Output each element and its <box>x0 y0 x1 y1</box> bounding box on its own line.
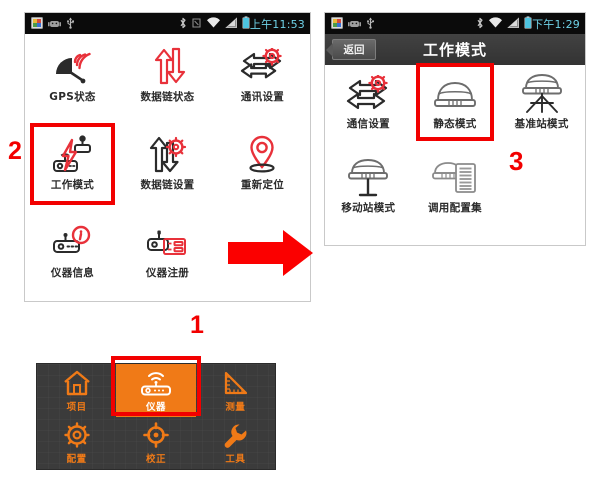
right-status-right-icons <box>476 14 532 33</box>
receiver-pole-icon <box>344 156 392 198</box>
crosshair-icon <box>142 420 170 450</box>
toolbar-label: 工具 <box>225 454 246 466</box>
toolbar-label: 仪器 <box>145 401 166 413</box>
mode-label: 调用配置集 <box>427 202 482 214</box>
app-label: 数据链设置 <box>140 179 195 191</box>
right-status-left-icons <box>331 14 375 33</box>
toolbar-label: 校正 <box>145 454 166 466</box>
usb-icon <box>66 14 75 33</box>
app-icon-gps-status[interactable]: GPS状态 <box>25 38 120 126</box>
mode-icon-rover[interactable]: 移动站模式 <box>325 149 412 233</box>
mode-icon-load-config-set[interactable]: 调用配置集 <box>412 149 499 233</box>
annotation-step-3: 3 <box>509 146 524 176</box>
app-icon-device-info[interactable]: 仪器信息 <box>25 214 120 302</box>
signal-icon <box>225 14 238 33</box>
bluetooth-icon <box>179 14 187 33</box>
toolbar-item-tools[interactable]: 工具 <box>196 417 275 470</box>
app-label: 数据链状态 <box>140 91 195 103</box>
android-robot-icon <box>48 14 61 33</box>
app-label: 工作模式 <box>50 179 95 191</box>
app-icon-device-register[interactable]: 仪器注册 <box>120 214 215 302</box>
bluetooth-icon <box>476 14 484 33</box>
arrows-gear-icon <box>146 133 188 175</box>
exchange-gear-icon <box>240 45 284 87</box>
usb-icon <box>366 14 375 33</box>
annotation-step-1: 1 <box>190 311 204 339</box>
mode-label: 通信设置 <box>346 118 390 130</box>
toolbar-label: 测量 <box>225 401 246 413</box>
app-icon-datalink-settings[interactable]: 数据链设置 <box>120 126 215 214</box>
mode-icon-comm-settings[interactable]: 通信设置 <box>325 65 412 149</box>
right-status-bar: 下午1:29 <box>325 13 585 34</box>
mode-label: 移动站模式 <box>341 202 396 214</box>
left-status-time: 上午11:53 <box>249 17 305 31</box>
receiver-register-icon <box>145 221 189 263</box>
mode-icon-static[interactable]: 静态模式 <box>412 63 499 149</box>
left-app-grid: GPS状态 数据链状态 <box>25 34 310 302</box>
map-pin-icon <box>243 133 281 175</box>
app-icon-relocate[interactable]: 重新定位 <box>215 126 310 214</box>
toolbar-label: 配置 <box>66 454 87 466</box>
app-label: GPS状态 <box>49 91 96 103</box>
app-label: 通讯设置 <box>240 91 285 103</box>
mode-label: 静态模式 <box>433 118 477 130</box>
right-app-grid: 通信设置 静态模式 <box>325 63 585 233</box>
app-label: 重新定位 <box>240 179 285 191</box>
toolbar-label: 项目 <box>66 401 87 413</box>
exchange-gear-icon <box>346 72 390 114</box>
wrench-icon <box>221 420 249 450</box>
app-label: 仪器注册 <box>145 267 190 279</box>
home-icon <box>63 368 91 398</box>
app-icon-work-mode[interactable]: 工作模式 <box>25 123 120 214</box>
toolbar-item-project[interactable]: 项目 <box>37 364 116 417</box>
app-icon-comm-settings[interactable]: 通讯设置 <box>215 38 310 126</box>
triangle-ruler-icon <box>221 368 249 398</box>
battery-icon <box>524 14 532 33</box>
receiver-info-icon <box>50 221 94 263</box>
up-down-arrows-icon <box>147 45 187 87</box>
left-status-left-icons <box>31 14 75 33</box>
receiver-static-icon <box>430 72 480 114</box>
gallery-icon <box>31 14 43 33</box>
battery-icon <box>242 14 250 33</box>
right-phone-screen: 下午1:29 返回 工作模式 <box>325 13 585 245</box>
wifi-icon <box>488 14 503 33</box>
signal-icon <box>507 14 520 33</box>
toolbar-item-calibrate[interactable]: 校正 <box>116 417 195 470</box>
wifi-icon <box>206 14 221 33</box>
app-icon-datalink-status[interactable]: 数据链状态 <box>120 38 215 126</box>
satellite-dish-icon <box>52 45 92 87</box>
left-phone-screen: 上午11:53 GPS状态 <box>25 13 310 301</box>
right-title-bar: 返回 工作模式 <box>325 34 585 65</box>
android-robot-icon <box>348 14 361 33</box>
receiver-tripod-icon <box>517 72 567 114</box>
toolbar-item-instrument[interactable]: 仪器 <box>111 356 202 417</box>
back-button[interactable]: 返回 <box>326 39 376 60</box>
bottom-toolbar: 项目 仪器 <box>37 356 275 470</box>
gear-icon <box>63 420 91 450</box>
app-label: 仪器信息 <box>50 267 95 279</box>
left-status-right-icons <box>179 14 250 33</box>
right-status-time: 下午1:29 <box>532 17 580 31</box>
flow-arrow <box>228 228 314 282</box>
nfc-icon <box>191 14 202 33</box>
mode-label: 基准站模式 <box>514 118 569 130</box>
receiver-list-icon <box>430 156 480 198</box>
receiver-bolt-icon <box>49 133 95 175</box>
annotation-step-2: 2 <box>8 137 22 165</box>
receiver-wifi-icon <box>139 368 173 398</box>
toolbar-item-survey[interactable]: 测量 <box>196 364 275 417</box>
mode-icon-base-station[interactable]: 基准站模式 <box>498 65 585 149</box>
left-status-bar: 上午11:53 <box>25 13 310 34</box>
gallery-icon <box>331 14 343 33</box>
toolbar-item-config[interactable]: 配置 <box>37 417 116 470</box>
toolbar-grid: 项目 仪器 <box>37 356 275 470</box>
right-arrow-icon <box>228 230 313 276</box>
